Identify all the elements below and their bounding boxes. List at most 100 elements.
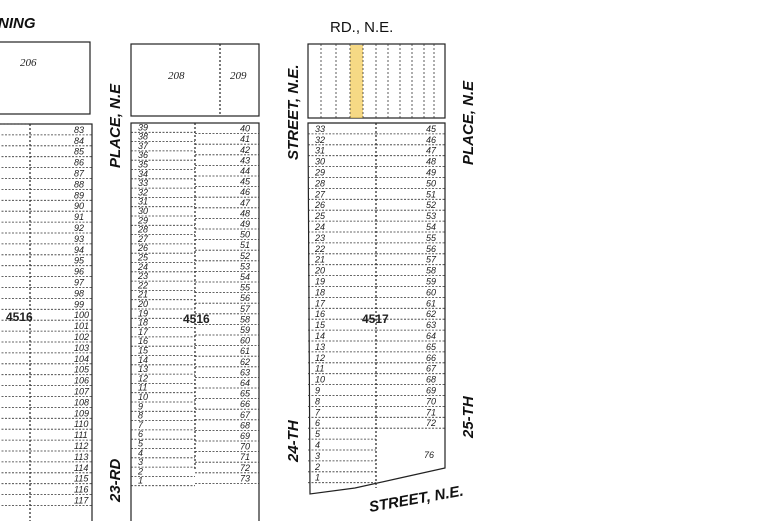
lot-number: 90 [74,201,84,211]
lot-number: 24 [314,222,325,232]
lot-number: 17 [315,298,326,308]
lot-number: 63 [240,367,250,377]
lot-number: 4 [138,448,143,458]
lot-number: 107 [74,387,90,397]
lot-number: 61 [426,298,436,308]
lot-number: 104 [74,354,89,364]
lot-number: 51 [426,189,436,199]
lot-number: 14 [315,331,325,341]
parcel-206-outline [0,41,91,115]
lot-number: 72 [426,418,436,428]
lot-number: 86 [74,158,84,168]
lot-number: 11 [138,383,147,393]
lot-number: 58 [426,266,436,276]
street-label-place-ne-left: PLACE, N.E [107,83,124,168]
lot-number: 70 [426,396,436,406]
lot-number: 31 [138,197,148,207]
lot-number: 84 [74,136,84,146]
lot-number: 19 [315,277,325,287]
lot-number: 4 [315,440,320,450]
lot-number: 58 [240,314,250,324]
lot-number: 64 [240,378,250,388]
lot-number: 38 [138,132,148,142]
parcel-208-label: 208 [168,70,185,82]
lot-number: 18 [138,318,148,328]
lot-number: 47 [240,198,251,208]
lot-number: 8 [138,411,143,421]
lot-number: 15 [138,346,149,356]
lot-number: 8 [315,396,320,406]
lot-number: 42 [240,145,250,155]
lot-number: 94 [74,245,84,255]
lot-number: 13 [315,342,325,352]
lot-number: 25 [137,253,149,263]
lot-number: 71 [426,407,436,417]
lot-number: 99 [74,299,84,309]
lot-number: 83 [74,125,84,135]
lot-number: 96 [74,267,84,277]
lot-number: 89 [74,190,84,200]
lot-number: 16 [315,309,325,319]
lot-number: 47 [426,146,437,156]
lot-number: 32 [138,187,148,197]
parcels-208-209-outline [130,43,260,117]
lot-number: 85 [74,147,85,157]
lot-number: 5 [315,429,321,439]
lot-number: 40 [240,124,250,134]
lot-number: 35 [138,160,149,170]
lot-number: 59 [240,325,250,335]
lot-number: 48 [426,157,436,167]
lot-number: 65 [240,389,251,399]
lot-number: 57 [426,255,437,265]
lot-number: 37 [138,141,149,151]
lot-number: 73 [240,473,250,483]
lot-number: 52 [426,200,436,210]
highlighted-lot[interactable] [350,45,363,118]
lot-number: 62 [240,357,250,367]
lot-number: 65 [426,342,437,352]
corner-lot-76: 76 [424,450,434,460]
lot-number: 6 [315,418,320,428]
lot-number: 67 [240,410,251,420]
lot-number: 110 [74,419,88,429]
lot-number: 95 [74,256,85,266]
lot-number: 9 [315,386,320,396]
lot-number: 30 [138,206,148,216]
lot-number: 109 [74,408,89,418]
lot-number: 102 [74,332,89,342]
lot-number: 53 [426,211,436,221]
lot-number: 3 [315,451,320,461]
block-number-middle: 4516 [183,312,210,326]
lot-number: 32 [315,135,325,145]
lot-number: 60 [240,336,250,346]
lot-number: 46 [240,187,250,197]
street-label-street-ne-bottom: STREET, N.E. [368,483,465,516]
lot-number: 43 [240,155,250,165]
lot-number: 7 [315,407,321,417]
lot-number: 69 [240,431,250,441]
lot-number: 45 [240,177,251,187]
lot-number: 67 [426,364,437,374]
lot-number: 26 [137,243,148,253]
block-right-outline [307,122,446,495]
lot-number: 29 [137,215,148,225]
lot-number: 41 [240,134,250,144]
lot-number: 51 [240,240,250,250]
lot-number: 12 [315,353,325,363]
lot-number: 49 [240,219,250,229]
lot-number: 93 [74,234,84,244]
lot-number: 64 [426,331,436,341]
lot-number: 23 [314,233,325,243]
lot-number: 69 [426,386,436,396]
lot-number: 31 [315,146,325,156]
lot-number: 70 [240,442,250,452]
lot-number: 63 [426,320,436,330]
lot-number: 97 [74,278,85,288]
lot-number: 28 [137,225,148,235]
lot-number: 60 [426,287,436,297]
lot-number: 54 [426,222,436,232]
lot-number: 62 [426,309,436,319]
lot-number: 72 [240,463,250,473]
lot-number: 88 [74,179,84,189]
lot-number: 54 [240,272,250,282]
